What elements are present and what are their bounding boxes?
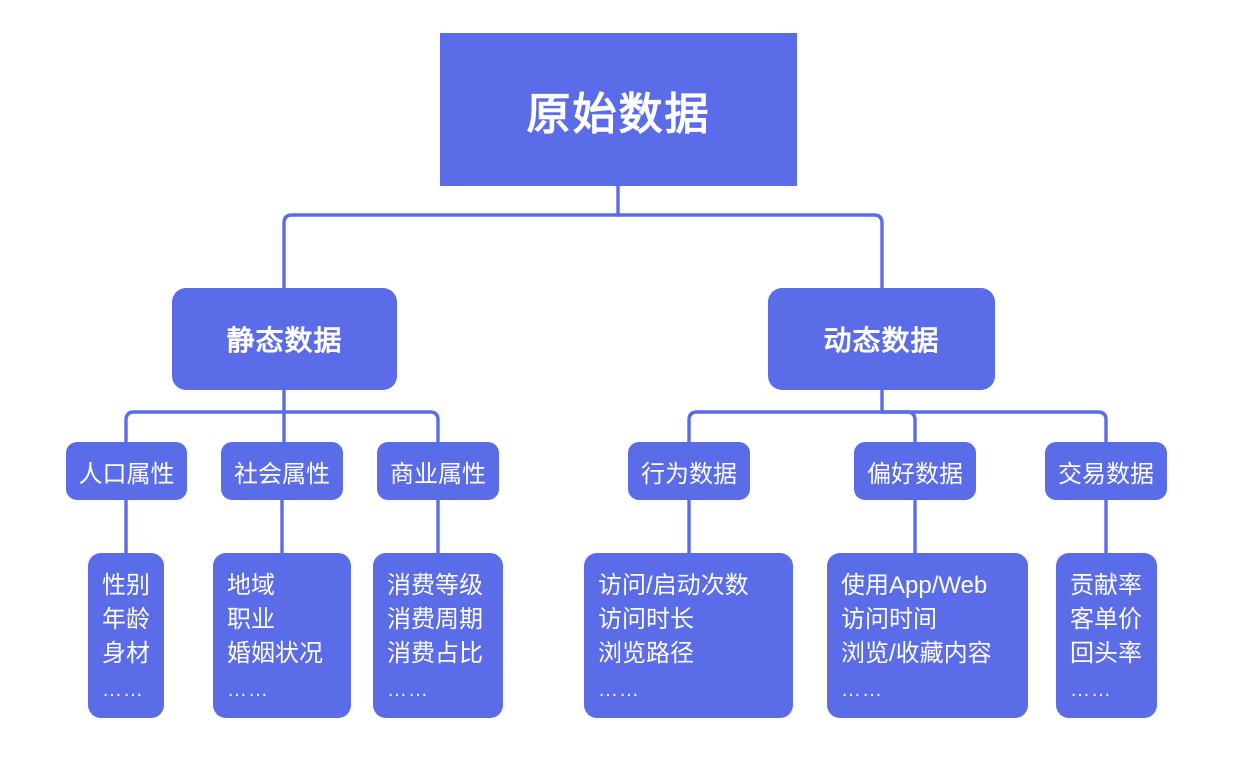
node-preference-data-label: 偏好数据 (867, 460, 963, 488)
leaf-line: 访问时间 (841, 606, 937, 634)
leaf-social-attributes[interactable]: 地域 职业 婚姻状况 …… (213, 553, 351, 718)
leaf-line: 浏览/收藏内容 (841, 640, 992, 668)
node-behavior-data[interactable]: 行为数据 (628, 442, 750, 500)
leaf-ellipsis: …… (598, 679, 640, 701)
node-transaction-data[interactable]: 交易数据 (1045, 442, 1167, 500)
node-commercial-attributes[interactable]: 商业属性 (377, 442, 499, 500)
leaf-behavior-data[interactable]: 访问/启动次数 访问时长 浏览路径 …… (584, 553, 793, 718)
connector-dynamic-to-xingwei (687, 410, 884, 444)
leaf-line: 性别 (102, 572, 150, 599)
node-root-label: 原始数据 (526, 89, 711, 139)
node-commercial-attributes-label: 商业属性 (390, 460, 486, 488)
node-dynamic-data-label: 动态数据 (823, 325, 940, 356)
node-social-attributes-label: 社会属性 (234, 460, 330, 488)
leaf-line: 使用App/Web (841, 572, 988, 599)
leaf-transaction-data[interactable]: 贡献率 客单价 回头率 …… (1056, 553, 1157, 718)
leaf-line: 访问/启动次数 (598, 572, 749, 599)
leaf-line: 年龄 (102, 606, 150, 634)
node-dynamic-data[interactable]: 动态数据 (768, 288, 995, 390)
leaf-ellipsis: …… (841, 679, 883, 701)
leaf-line: 回头率 (1070, 640, 1142, 668)
node-social-attributes[interactable]: 社会属性 (221, 442, 343, 500)
leaf-line: 婚姻状况 (227, 640, 323, 668)
leaf-ellipsis: …… (102, 679, 144, 701)
node-static-data[interactable]: 静态数据 (172, 288, 397, 390)
leaf-demographic-attributes[interactable]: 性别 年龄 身材 …… (88, 553, 164, 718)
connector-dynamic-to-pianhao (880, 410, 917, 444)
leaf-line: 消费占比 (387, 640, 483, 668)
leaf-line: 贡献率 (1070, 572, 1142, 599)
leaf-line: 消费等级 (387, 572, 483, 599)
leaf-line: 客单价 (1070, 606, 1142, 634)
node-transaction-data-label: 交易数据 (1058, 460, 1154, 488)
connector-static-to-renkou (124, 410, 286, 444)
node-behavior-data-label: 行为数据 (641, 460, 737, 488)
leaf-line: 浏览路径 (598, 640, 694, 668)
leaf-line: 消费周期 (387, 606, 483, 634)
leaf-line: 访问时长 (598, 606, 694, 634)
leaf-ellipsis: …… (387, 679, 429, 701)
leaf-ellipsis: …… (1070, 679, 1112, 701)
leaf-line: 身材 (102, 640, 150, 668)
connector-dynamic-to-jiaoyi (880, 410, 1108, 444)
connector-root-to-static (282, 213, 620, 290)
leaf-preference-data[interactable]: 使用App/Web 访问时间 浏览/收藏内容 …… (827, 553, 1028, 718)
connector-static-to-shangye (282, 410, 440, 444)
leaf-ellipsis: …… (227, 679, 269, 701)
node-demographic-attributes[interactable]: 人口属性 (66, 442, 187, 500)
node-static-data-label: 静态数据 (226, 325, 343, 356)
node-root[interactable]: 原始数据 (440, 33, 797, 186)
leaf-commercial-attributes[interactable]: 消费等级 消费周期 消费占比 …… (373, 553, 503, 718)
connector-root-to-dynamic (616, 213, 884, 290)
leaf-line: 地域 (227, 572, 275, 599)
node-demographic-attributes-label: 人口属性 (78, 460, 175, 488)
node-preference-data[interactable]: 偏好数据 (854, 442, 976, 500)
leaf-line: 职业 (227, 606, 275, 634)
